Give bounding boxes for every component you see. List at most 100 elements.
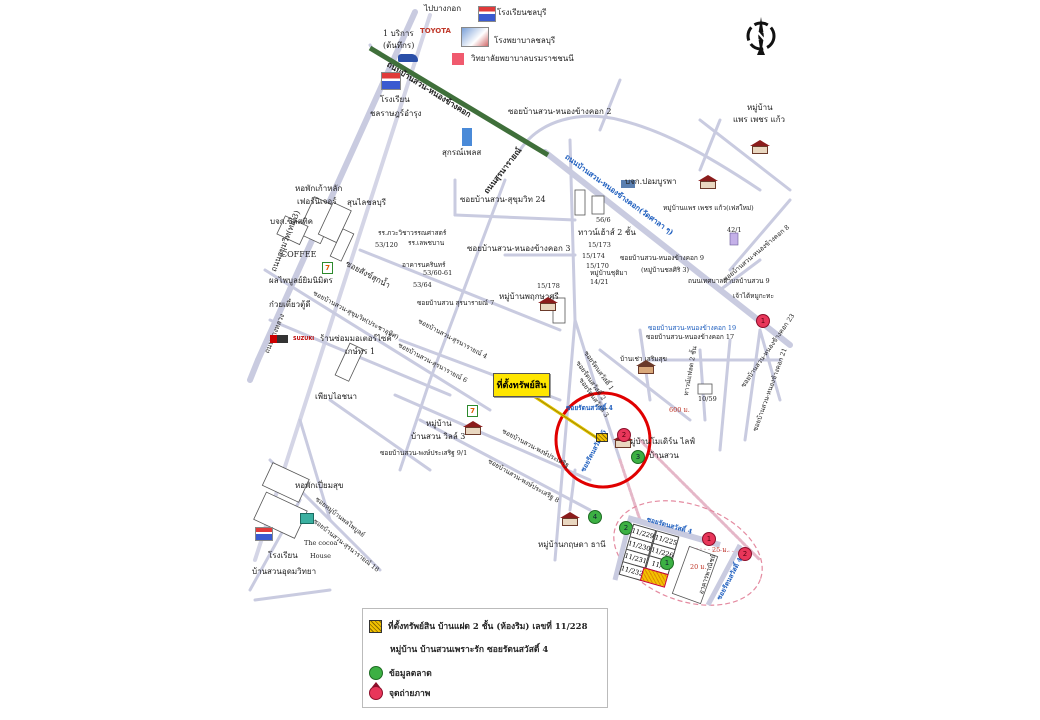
legend-property-line2: หมู่บ้าน บ้านสวนเพราะรัก ซอยรัตนสวัสดิ์ … — [390, 645, 549, 655]
label-village-modern-1: หมู่บ้านโมเดิร์น ไลฟ์ — [625, 437, 695, 446]
label-15-173: 15/173 — [588, 241, 611, 249]
label-service-1: 1 บริการ — [383, 29, 414, 38]
label-nursing-college: วิทยาลัยพยาบาลบรมราชชนนี — [471, 54, 574, 63]
house-icon — [698, 175, 718, 189]
label-repair-shop-b: เกษ์ทร 1 — [345, 347, 376, 356]
suzuki-icon — [270, 335, 288, 343]
label-56-6: 56/6 — [596, 216, 611, 224]
label-company-pomburapha: บจก.ปอมบูรพา — [625, 177, 677, 186]
label-cocoa-house-1: The cocoa — [304, 539, 338, 547]
label-village-bansuan-ville-2: บ้านสวน วิลล์ 3 — [411, 432, 466, 441]
label-soi-17: ซอยบ้านสวน-หนองข้างคอก 17 — [646, 333, 735, 341]
plot-detail-ellipse — [613, 500, 763, 606]
toyota-logo: TOYOTA — [420, 27, 451, 35]
label-soi-24: ซอยบ้านสวน-สุขุมวิท 24 — [460, 195, 546, 204]
main-road-green — [368, 45, 550, 158]
label-village-suphima: หมู่บ้านชุติมา — [590, 269, 628, 277]
compass-icon: N — [746, 17, 776, 55]
label-village-phet-kaew-new: หมู่บ้านแพร เพชร แก้ว(เฟสใหม่) — [663, 204, 754, 212]
seven-eleven-icon: 7 — [322, 262, 333, 274]
label-15-170: 15/170 — [586, 262, 609, 270]
label-sunlai-chonburi: สุนไลชลบุรี — [347, 198, 386, 207]
property-highlight-circle — [554, 391, 652, 489]
legend-item-property-line2: หมู่บ้าน บ้านสวนเพราะรัก ซอยรัตนสวัสดิ์ … — [390, 642, 548, 656]
label-school-chonburi: โรงเรียนชลบุรี — [497, 8, 547, 17]
label-school-chonrat-2: ชลราษฎร์อำรุง — [370, 109, 422, 118]
property-marker — [596, 433, 608, 442]
label-soi-9: ซอยบ้านสวน-หนองข้างคอก 9 — [620, 254, 705, 262]
label-rongrian-phakawichit: รร.ภวะวิชาวรรณศาสตร์ — [378, 229, 447, 237]
svg-text:N: N — [756, 30, 766, 43]
property-hatch-icon — [369, 619, 382, 633]
hospital-icon — [461, 27, 489, 47]
label-sukan-place: สุกรณ์เพลส — [442, 148, 482, 157]
label-kpt-nakarin: อาคารนครินทร์ — [402, 261, 446, 269]
label-village-bansuan-ville-1: หมู่บ้าน — [426, 419, 452, 428]
label-53-120: 53/120 — [375, 241, 398, 249]
label-village-modern-2: บ้านสวน — [649, 451, 679, 460]
label-distance-600m: 600 ม. — [669, 406, 690, 414]
house-icon — [538, 297, 558, 311]
building-outlines — [253, 189, 713, 539]
label-14-21: 14/21 — [590, 278, 609, 286]
label-rental-house: บ้านเช่า เสริมสุข — [620, 355, 667, 363]
label-village-phrasri: หมู่บ้านพฤกษาศรี — [499, 292, 559, 301]
label-53-64: 53/64 — [413, 281, 432, 289]
label-soi-19: ซอยบ้านสวน-หนองข้างคอก 19 — [648, 324, 737, 332]
label-soi-suranarai-7: ซอยบ้านสวน สุรนารายณ์ 7 — [417, 299, 495, 307]
cafe-icon — [300, 513, 314, 524]
label-15-178: 15/178 — [537, 282, 560, 290]
school-icon — [255, 527, 273, 541]
label-service-1b: (ต้นทึกร) — [383, 41, 415, 50]
label-15-174: 15/174 — [582, 252, 605, 260]
legend-market-data: ข้อมูลตลาด — [389, 669, 432, 679]
rental-house-icon — [636, 360, 656, 374]
photo-point-marker: 1 — [756, 314, 770, 328]
label-10-59: 10/59 — [698, 395, 717, 403]
photo-point-marker: 1 — [702, 532, 716, 546]
label-soi-2: ซอยบ้านสวน-หนองข้างคอก 2 — [508, 107, 612, 116]
label-school-bansuan-2: บ้านสวนอุดมวิทยา — [252, 567, 317, 576]
label-to-bangkok: ไปบางกอก — [424, 4, 462, 13]
legend-photo-point: จุดถ่ายภาพ — [389, 689, 431, 699]
legend-property-line1: ที่ตั้งทรัพย์สิน บ้านแฝด 2 ชั้น (ห้องริม… — [388, 622, 588, 632]
label-pien-ichiban: เพียบไอชนา — [315, 392, 357, 401]
label-townhouse-2: ทาวน์เฮ้าส์ 2 ชั้น — [578, 228, 636, 237]
label-tessaban-bansuan: ถนนเทศบาลตำบลบ้านสวน 9 — [688, 277, 770, 285]
label-hospital-chonburi: โรงพยาบาลชลบุรี — [494, 36, 556, 45]
label-soi-3: ซอยบ้านสวน-หนองข้างคอก 3 — [467, 244, 571, 253]
legend-item-property: ที่ตั้งทรัพย์สิน บ้านแฝด 2 ชั้น (ห้องริม… — [369, 619, 588, 633]
car-icon — [398, 54, 418, 62]
seven-eleven-icon: 7 — [467, 405, 478, 417]
label-cocoa-house-2: House — [310, 552, 331, 560]
market-data-marker: 1 — [660, 556, 674, 570]
suzuki-logo: SUZUKI — [293, 336, 315, 342]
legend-item-market: ข้อมูลตลาด — [369, 666, 432, 680]
photo-point-marker: 2 — [738, 547, 752, 561]
photo-point-marker: 2 — [617, 428, 631, 442]
house-icon — [560, 512, 580, 526]
photo-pin-icon — [369, 682, 383, 700]
label-village-phet-kaew-1: หมู่บ้าน — [747, 103, 773, 112]
label-soi-rattanasawat-4: ซอยรัตนสวัสดิ์ 4 — [566, 404, 613, 412]
label-school-bansuan-1: โรงเรียน — [268, 551, 298, 560]
label-chao-thi: เจ้าไต้หมูกะทะ — [733, 292, 774, 300]
map-legend: ที่ตั้งทรัพย์สิน บ้านแฝด 2 ชั้น (ห้องริม… — [362, 608, 608, 708]
label-village-phet-kaew-2: แพร เพชร แก้ว — [733, 115, 786, 124]
property-location-callout: ที่ตั้งทรัพย์สิน — [493, 373, 550, 397]
label-village-kritsada: หมู่บ้านกฤษดา ธานี — [538, 540, 606, 549]
label-dorm-kaolak: หอพักเก้าหลัก — [295, 184, 343, 193]
label-repair-shop: ร้านซ่อมมอเตอร์ไซค์ — [320, 334, 392, 343]
label-53-60-61: 53/60-61 — [423, 269, 453, 277]
label-kuaytiew: ก๋วยเตี๋ยวตู้ดี — [269, 300, 311, 309]
school-icon — [381, 72, 401, 90]
green-circle-icon — [369, 666, 383, 680]
market-data-marker: 3 — [631, 450, 645, 464]
label-frontage-20: 20 ม. — [690, 563, 707, 571]
label-42-1: 42/1 — [727, 226, 742, 234]
label-frontage-25: 25 ม. — [712, 546, 729, 554]
label-company-silsit: บจก.ซิลิสทิค — [270, 217, 313, 226]
label-rongrian-laem: รร.เลพชบาน — [408, 239, 445, 247]
label-coffee: COFFEE — [281, 250, 317, 259]
